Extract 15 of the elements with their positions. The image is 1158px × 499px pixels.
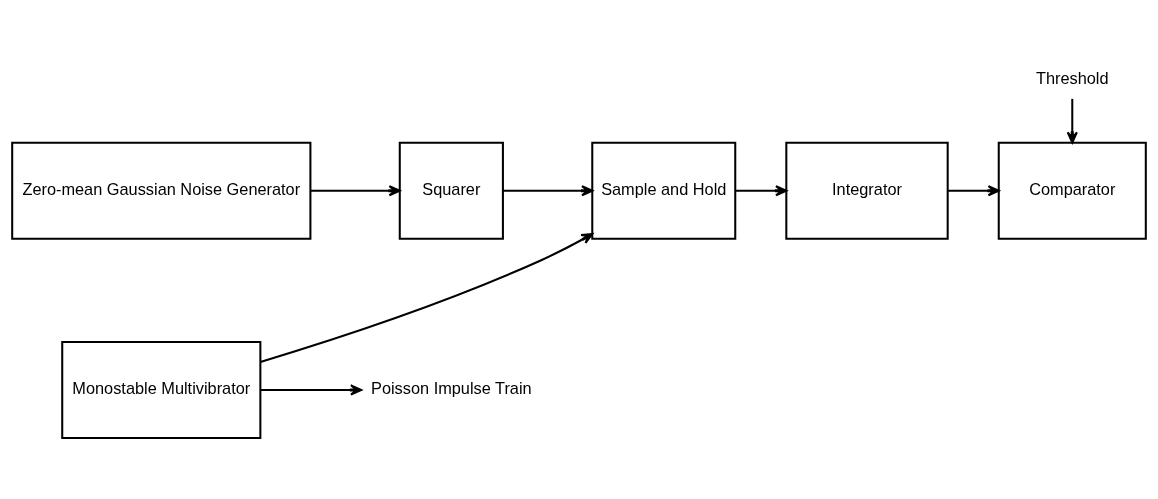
- arrow: [947, 184, 1000, 196]
- arrow: [1066, 98, 1078, 144]
- arrow: [260, 232, 594, 363]
- node-box: Comparator: [997, 141, 1147, 240]
- node-box: Sample and Hold: [591, 141, 737, 240]
- node-box: Integrator: [785, 141, 949, 240]
- arrow: [503, 184, 594, 196]
- node-text: Threshold: [1035, 68, 1109, 87]
- arrow: [260, 383, 363, 396]
- node-box: Monostable Multivibrator: [61, 340, 262, 439]
- arrow: [735, 184, 788, 196]
- node-box: Squarer: [398, 141, 504, 240]
- node-text: Poisson Impulse Train: [371, 378, 532, 397]
- node-box: Zero-mean Gaussian Noise Generator: [11, 141, 312, 240]
- arrow: [310, 184, 401, 196]
